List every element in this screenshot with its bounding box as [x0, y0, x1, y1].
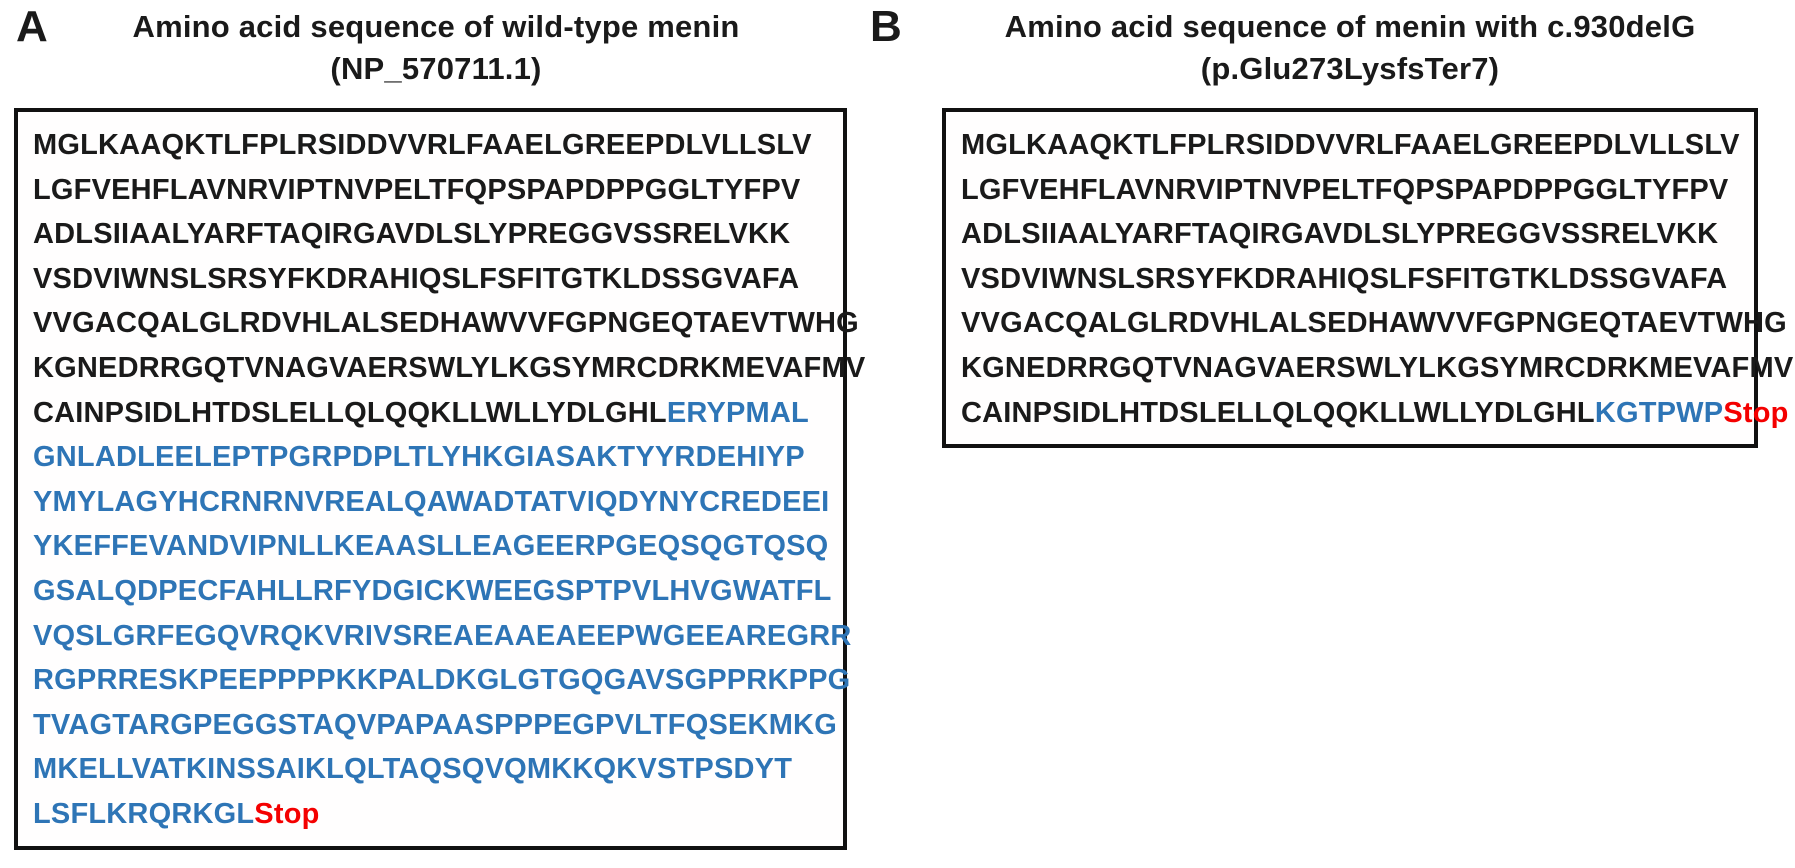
- panel-b-title: Amino acid sequence of menin with c.930d…: [950, 6, 1750, 90]
- sequence-segment-wildtype: KGNEDRRGQTVNAGVAERSWLYLKGSYMRCDRKMEVAFMV: [961, 351, 1794, 384]
- sequence-segment-wildtype: LGFVEHFLAVNRVIPTNVPELTFQPSPAPDPPGGLTYFPV: [961, 173, 1729, 206]
- sequence-line: MGLKAAQKTLFPLRSIDDVVRLFAAELGREEPDLVLLSLV: [33, 123, 829, 168]
- panel-a-label: A: [16, 2, 48, 51]
- sequence-segment-wildtype: ADLSIIAALYARFTAQIRGAVDLSLYPREGGVSSRELVKK: [33, 218, 791, 251]
- sequence-segment-wildtype: VVGACQALGLRDVHLALSEDHAWVVFGPNGEQTAEVTWHG: [961, 307, 1787, 340]
- sequence-segment-wildtype: VSDVIWNSLSRSYFKDRAHIQSLFSFITGTKLDSSGVAFA: [961, 262, 1728, 295]
- panel-b-label: B: [870, 2, 902, 51]
- sequence-line: ADLSIIAALYARFTAQIRGAVDLSLYPREGGVSSRELVKK: [961, 212, 1740, 257]
- panel-b-title-variant: (p.Glu273LysfsTer7): [1200, 51, 1500, 86]
- sequence-line: YMYLAGYHCRNRNVREALQAWADTATVIQDYNYCREDEEI: [33, 480, 829, 525]
- sequence-line: GNLADLEELEPTPGRPDPLTLYHKGIASAKTYYRDEHIYP: [33, 435, 829, 480]
- panel-b-sequence-box: MGLKAAQKTLFPLRSIDDVVRLFAAELGREEPDLVLLSLV…: [942, 108, 1793, 448]
- sequence-line: RGPRRESKPEEPPPPKKPALDKGLGTGQGAVSGPPRKPPG: [33, 658, 850, 703]
- sequence-line: MKELLVATKINSSAIKLQLTAQSQVQMKKQKVSTPSDYT: [33, 747, 829, 792]
- sequence-segment-wildtype: ADLSIIAALYARFTAQIRGAVDLSLYPREGGVSSRELVKK: [961, 218, 1719, 251]
- sequence-line: KGNEDRRGQTVNAGVAERSWLYLKGSYMRCDRKMEVAFMV: [33, 346, 865, 391]
- sequence-line: ADLSIIAALYARFTAQIRGAVDLSLYPREGGVSSRELVKK: [33, 212, 829, 257]
- sequence-segment-frameshift: TVAGTARGPEGGSTAQVPAPAASPPPEGPVLTFQSEKMKG: [33, 708, 837, 741]
- panel-a-sequence-box: MGLKAAQKTLFPLRSIDDVVRLFAAELGREEPDLVLLSLV…: [14, 108, 865, 850]
- sequence-segment-frameshift: RGPRRESKPEEPPPPKKPALDKGLGTGQGAVSGPPRKPPG: [33, 664, 851, 697]
- sequence-line: YKEFFEVANDVIPNLLKEAASLLEAGEERPGEQSQGTQSQ: [33, 524, 829, 569]
- sequence-line: MGLKAAQKTLFPLRSIDDVVRLFAAELGREEPDLVLLSLV: [961, 123, 1740, 168]
- sequence-segment-wildtype: CAINPSIDLHTDSLELLQLQQKLLWLLYDLGHL: [961, 396, 1595, 429]
- sequence-line: LSFLKRQRKGLStop: [33, 792, 829, 837]
- panel-a-title-accession: (NP_570711.1): [330, 51, 542, 86]
- sequence-segment-wildtype: MGLKAAQKTLFPLRSIDDVVRLFAAELGREEPDLVLLSLV: [961, 129, 1740, 161]
- sequence-line: TVAGTARGPEGGSTAQVPAPAASPPPEGPVLTFQSEKMKG: [33, 703, 837, 748]
- panel-a-title: Amino acid sequence of wild-type menin (…: [44, 6, 828, 90]
- sequence-line: LGFVEHFLAVNRVIPTNVPELTFQPSPAPDPPGGLTYFPV: [961, 168, 1740, 213]
- sequence-segment-frameshift: ERYPMAL: [666, 396, 809, 429]
- panel-b-title-line1: Amino acid sequence of menin with c.930d…: [1004, 9, 1696, 44]
- sequence-line: GSALQDPECFAHLLRFYDGICKWEEGSPTPVLHVGWATFL: [33, 569, 832, 614]
- sequence-line: CAINPSIDLHTDSLELLQLQQKLLWLLYDLGHLERYPMAL: [33, 391, 829, 436]
- stop-codon-label: Stop: [1723, 396, 1789, 429]
- sequence-line: KGNEDRRGQTVNAGVAERSWLYLKGSYMRCDRKMEVAFMV: [961, 346, 1793, 391]
- sequence-line: VSDVIWNSLSRSYFKDRAHIQSLFSFITGTKLDSSGVAFA: [33, 257, 829, 302]
- sequence-segment-frameshift: GNLADLEELEPTPGRPDPLTLYHKGIASAKTYYRDEHIYP: [33, 441, 805, 474]
- sequence-segment-frameshift: LSFLKRQRKGL: [33, 797, 255, 830]
- sequence-line: VSDVIWNSLSRSYFKDRAHIQSLFSFITGTKLDSSGVAFA: [961, 257, 1740, 302]
- panel-a-title-line1: Amino acid sequence of wild-type menin: [132, 9, 740, 44]
- stop-codon-label: Stop: [254, 797, 320, 830]
- sequence-segment-frameshift: MKELLVATKINSSAIKLQLTAQSQVQMKKQKVSTPSDYT: [33, 753, 793, 786]
- sequence-line: VVGACQALGLRDVHLALSEDHAWVVFGPNGEQTAEVTWHG: [961, 301, 1787, 346]
- sequence-segment-wildtype: KGNEDRRGQTVNAGVAERSWLYLKGSYMRCDRKMEVAFMV: [33, 351, 866, 384]
- sequence-segment-wildtype: LGFVEHFLAVNRVIPTNVPELTFQPSPAPDPPGGLTYFPV: [33, 173, 801, 206]
- sequence-segment-wildtype: MGLKAAQKTLFPLRSIDDVVRLFAAELGREEPDLVLLSLV: [33, 129, 812, 161]
- sequence-segment-frameshift: GSALQDPECFAHLLRFYDGICKWEEGSPTPVLHVGWATFL: [33, 574, 832, 607]
- sequence-segment-wildtype: VVGACQALGLRDVHLALSEDHAWVVFGPNGEQTAEVTWHG: [33, 307, 859, 340]
- sequence-segment-wildtype: CAINPSIDLHTDSLELLQLQQKLLWLLYDLGHL: [33, 396, 667, 429]
- sequence-segment-wildtype: VSDVIWNSLSRSYFKDRAHIQSLFSFITGTKLDSSGVAFA: [33, 262, 800, 295]
- sequence-line: VQSLGRFEGQVRQKVRIVSREAEAAEAEEPWGEEAREGRR: [33, 614, 851, 659]
- sequence-segment-frameshift: VQSLGRFEGQVRQKVRIVSREAEAAEAEEPWGEEAREGRR: [33, 619, 852, 652]
- sequence-segment-frameshift: YMYLAGYHCRNRNVREALQAWADTATVIQDYNYCREDEEI: [33, 485, 830, 518]
- sequence-segment-frameshift: YKEFFEVANDVIPNLLKEAASLLEAGEERPGEQSQGTQSQ: [33, 530, 829, 563]
- sequence-line: VVGACQALGLRDVHLALSEDHAWVVFGPNGEQTAEVTWHG: [33, 301, 859, 346]
- sequence-line: LGFVEHFLAVNRVIPTNVPELTFQPSPAPDPPGGLTYFPV: [33, 168, 829, 213]
- sequence-segment-frameshift: KGTPWP: [1594, 396, 1724, 429]
- sequence-line: CAINPSIDLHTDSLELLQLQQKLLWLLYDLGHLKGTPWPS…: [961, 391, 1788, 436]
